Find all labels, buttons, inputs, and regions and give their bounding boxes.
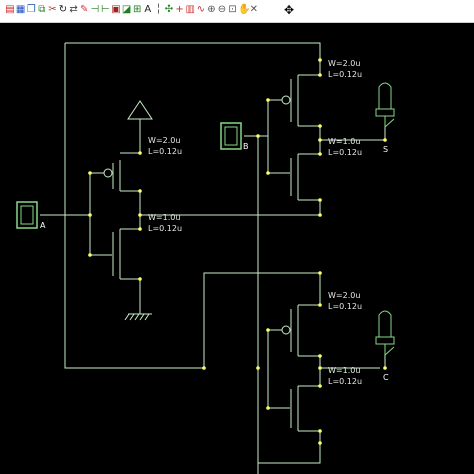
inv-pmos-drn	[120, 190, 141, 215]
rotate-icon[interactable]: ↻	[58, 4, 68, 15]
pin-label-c: C	[383, 373, 389, 382]
nmos-icon[interactable]: ⊣	[90, 4, 100, 15]
inv-nmos-w: W=1.0u	[148, 213, 180, 222]
wire-c-bottom	[258, 443, 321, 464]
b-pmos-l: L=0.12u	[328, 70, 362, 79]
probe-icon[interactable]: ✣	[164, 4, 174, 15]
b-nmos-src	[298, 199, 321, 215]
pmos-icon[interactable]: ⊢	[101, 4, 110, 15]
probe-c-icon	[375, 310, 395, 356]
pin-label-b: B	[243, 142, 249, 151]
zoom-in-icon[interactable]: ⊕	[207, 4, 216, 15]
c-pmos-bubble	[281, 325, 291, 335]
c-nmos-drn	[298, 368, 321, 387]
pin-label-s: S	[383, 145, 388, 154]
zoom-box-icon[interactable]: ⊡	[228, 4, 237, 15]
flip-icon[interactable]: ⇄	[69, 4, 78, 15]
c-nmos-w: W=1.0u	[328, 366, 360, 375]
wire-mid-frame	[203, 272, 320, 368]
wires	[40, 42, 386, 474]
chart-icon[interactable]: ▥	[185, 4, 195, 15]
schematic-canvas[interactable]: A B S C W=2.0u L=0.12u W=1.0u L=0.12u W=…	[0, 23, 474, 474]
zoom-out-icon[interactable]: ⊖	[217, 4, 227, 15]
inv-pmos-w: W=2.0u	[148, 136, 180, 145]
inv-pmos-bubble	[103, 168, 113, 178]
layers-icon[interactable]: ▤	[5, 4, 15, 15]
pin-label-a: A	[40, 221, 46, 230]
junction-dots	[88, 58, 387, 445]
text-icon[interactable]: A	[144, 4, 152, 15]
c-pmos-drn	[298, 355, 321, 368]
inv-pmos-l: L=0.12u	[148, 147, 182, 156]
pencil-icon[interactable]: ✎	[79, 4, 89, 15]
c-nmos-src	[298, 430, 321, 443]
paste-icon[interactable]: ⧉	[38, 4, 46, 15]
b-nmos-w: W=1.0u	[328, 137, 360, 146]
line-icon[interactable]: ╎	[155, 4, 162, 15]
vdd-icon	[127, 100, 153, 120]
wire-left-rail	[64, 43, 204, 369]
delete-icon[interactable]: ✕	[249, 4, 258, 15]
c-nmos-l: L=0.12u	[328, 377, 362, 386]
c-pmos-l: L=0.12u	[328, 302, 362, 311]
wire-top-rail	[65, 42, 321, 60]
toolbar: ▤▦❐⧉✂↻⇄✎⊣⊢▣◪⊞A╎✣+▥∿⊕⊖⊡✋✕ ✥	[0, 0, 474, 23]
cut-icon[interactable]: ✂	[48, 4, 57, 15]
plus-icon[interactable]: +	[175, 4, 184, 15]
input-a-switch[interactable]	[16, 201, 38, 229]
contact-icon[interactable]: ▣	[111, 4, 121, 15]
c-pmos-w: W=2.0u	[328, 291, 360, 300]
c-pmos-src	[298, 273, 321, 306]
input-b-switch[interactable]	[220, 122, 242, 150]
grid-icon[interactable]: ▦	[15, 4, 26, 15]
probe-s-icon	[375, 82, 395, 128]
b-pmos-drn	[298, 125, 321, 140]
inv-nmos-drn	[120, 215, 141, 230]
b-nmos-drn	[298, 140, 321, 155]
ground-icon	[124, 311, 152, 321]
clock-icon[interactable]: ⊞	[132, 4, 142, 15]
move-arrows-icon[interactable]: ✥	[283, 3, 295, 17]
inv-nmos-src	[120, 278, 141, 311]
copy-icon[interactable]: ❐	[26, 4, 36, 15]
schematic-svg: A B S C W=2.0u L=0.12u W=1.0u L=0.12u W=…	[16, 42, 395, 474]
wave-icon[interactable]: ∿	[196, 4, 205, 15]
inv-nmos-l: L=0.12u	[148, 224, 182, 233]
hand-icon[interactable]: ✋	[238, 4, 251, 15]
b-nmos-l: L=0.12u	[328, 148, 362, 157]
inv-pmos-src	[120, 119, 141, 154]
b-pmos-bubble	[281, 95, 291, 105]
via-icon[interactable]: ◪	[121, 4, 132, 15]
b-pmos-src	[298, 60, 321, 76]
b-pmos-w: W=2.0u	[328, 59, 360, 68]
